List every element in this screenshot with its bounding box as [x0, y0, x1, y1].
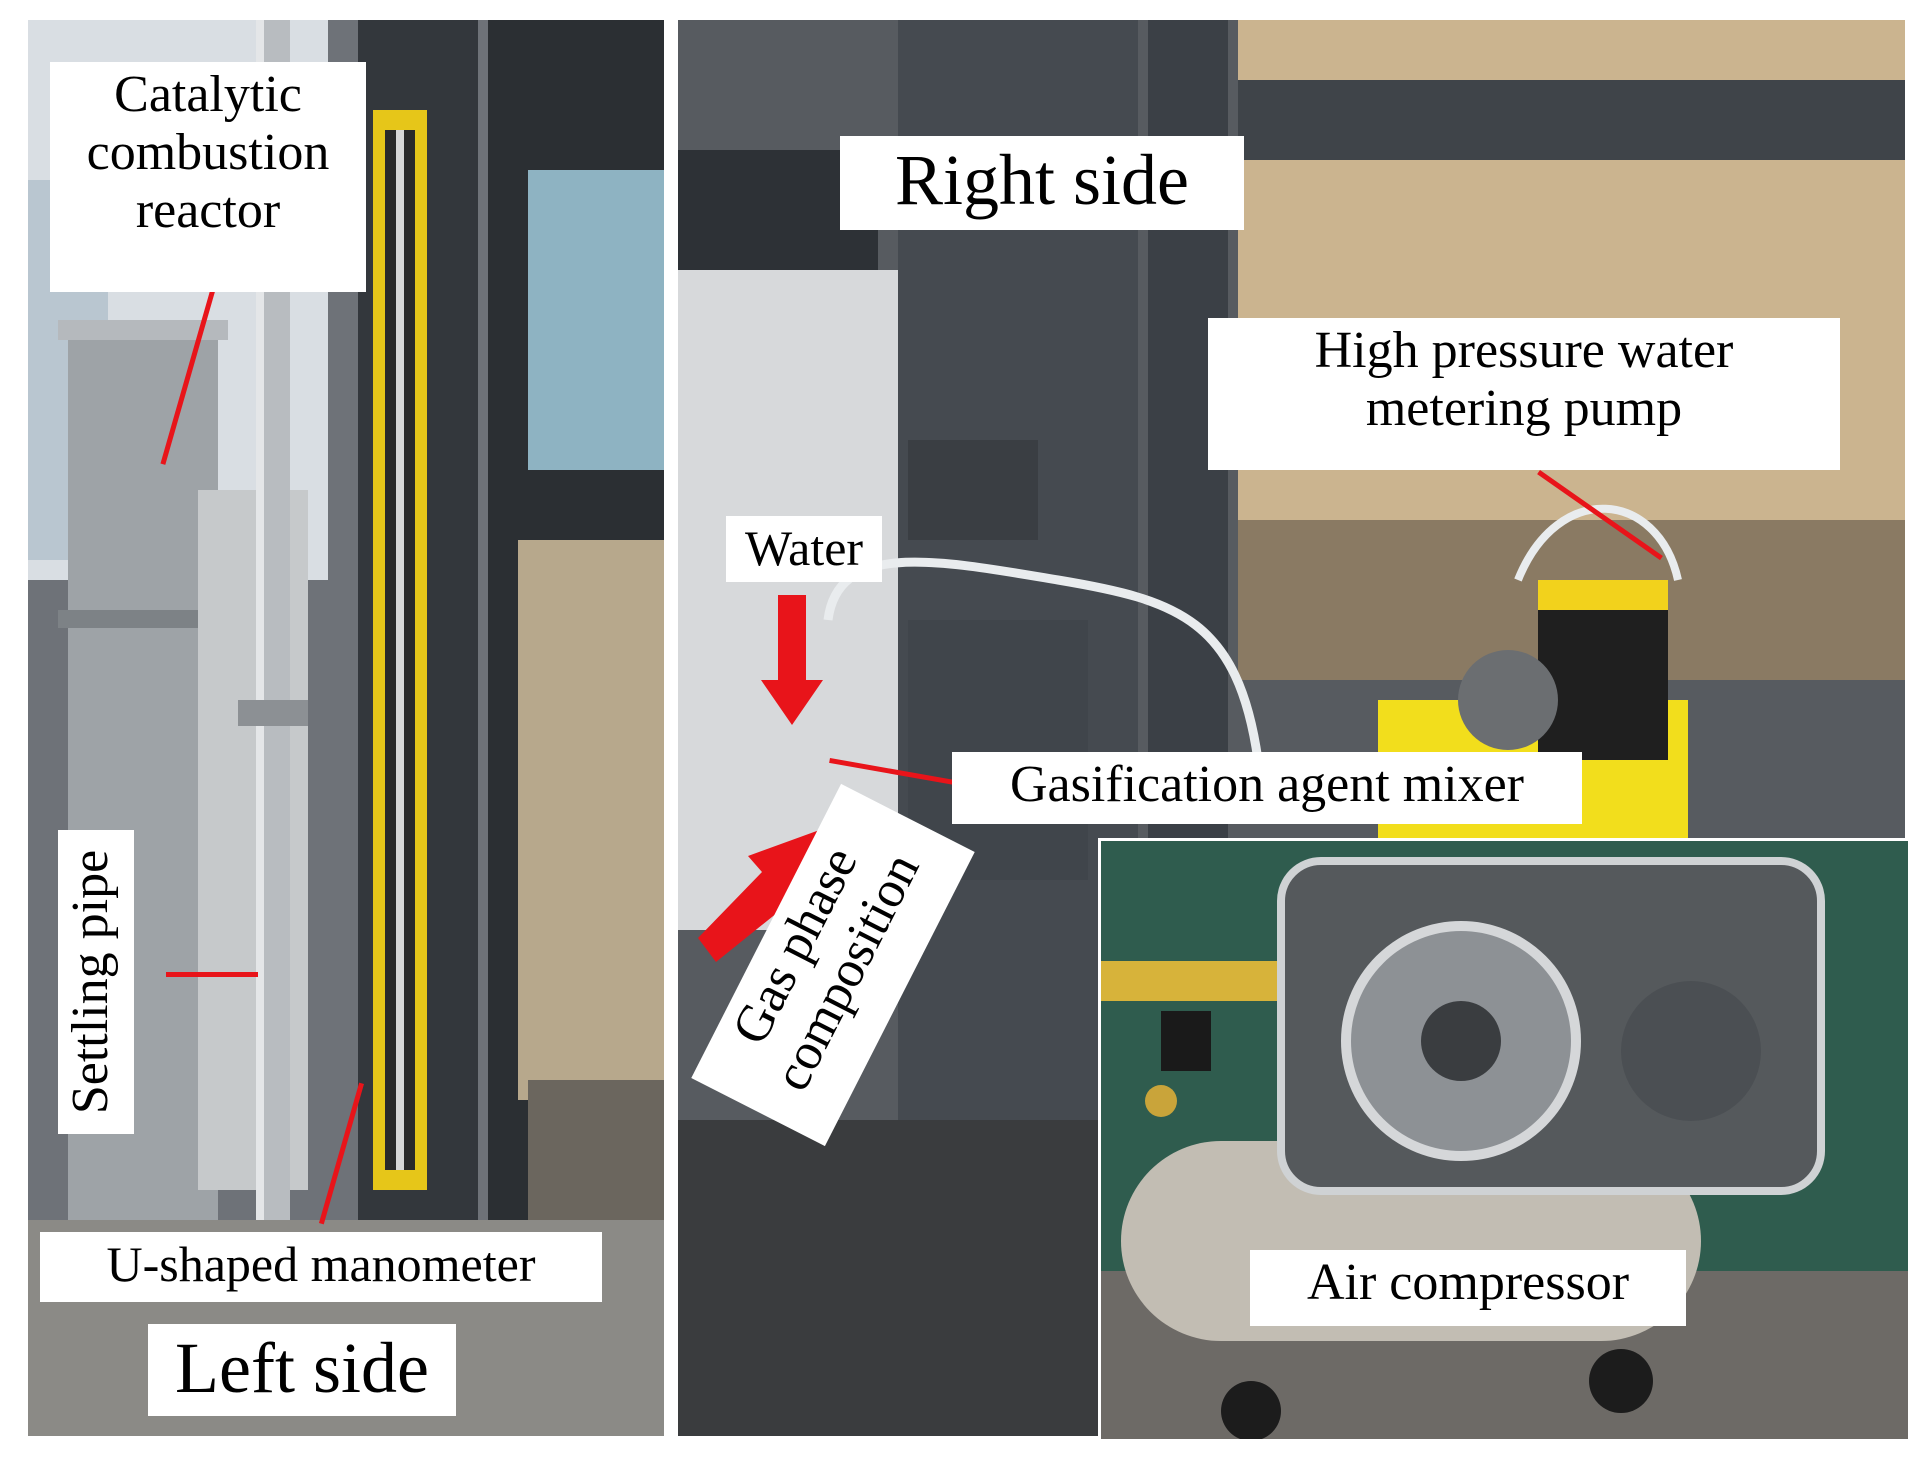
catalytic-reactor-line-2: combustion	[86, 124, 330, 182]
settling-pipe-label: Settling pipe	[58, 830, 134, 1134]
hp-pump-line-2: metering pump	[1365, 380, 1683, 438]
catalytic-reactor-line-1: Catalytic	[114, 66, 302, 123]
hp-pump-line-1: High pressure water	[1314, 322, 1734, 379]
air-compressor-label: Air compressor	[1250, 1250, 1686, 1326]
leader-settling-pipe	[166, 972, 258, 977]
water-label: Water	[726, 516, 882, 582]
air-compressor-scene	[1101, 841, 1908, 1439]
gas-mixer-label: Gasification agent mixer	[952, 752, 1582, 824]
left-side-title: Left side	[148, 1324, 456, 1416]
right-side-title: Right side	[840, 136, 1244, 230]
catalytic-reactor-label: Catalytic combustion reactor	[50, 62, 366, 292]
air-compressor-photo	[1098, 838, 1911, 1442]
catalytic-reactor-line-3: reactor	[135, 182, 281, 240]
u-manometer-label: U-shaped manometer	[40, 1232, 602, 1302]
hp-pump-label: High pressure water metering pump	[1208, 318, 1840, 470]
